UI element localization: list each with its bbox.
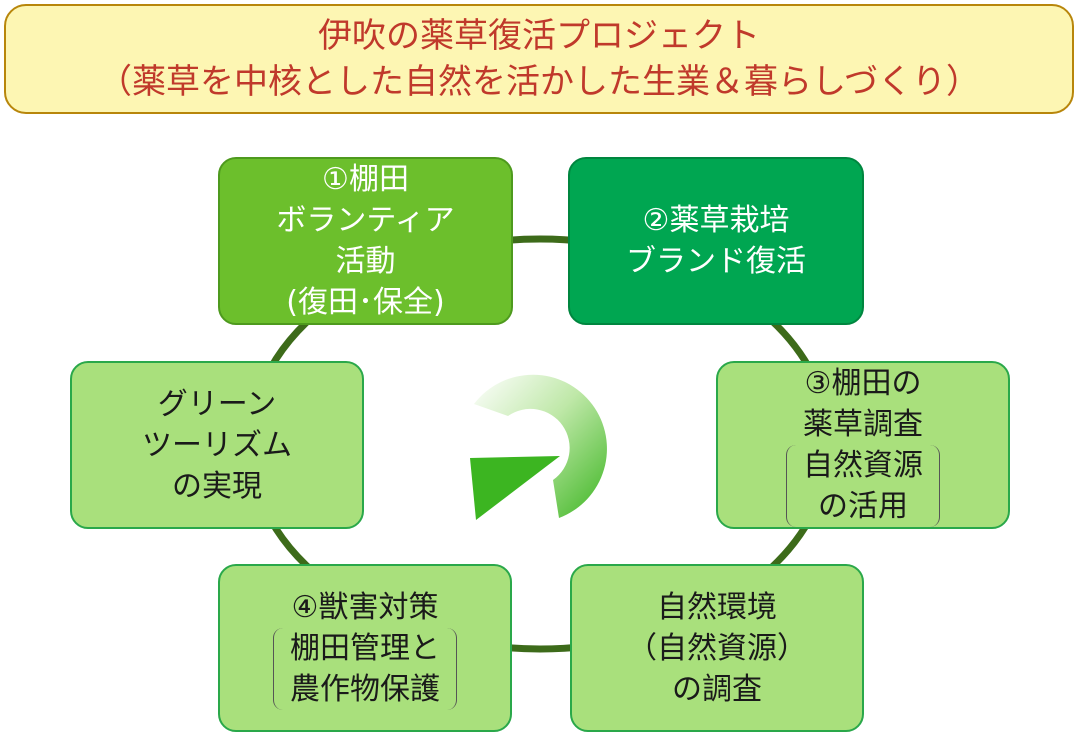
title-line-1: 伊吹の薬草復活プロジェクト bbox=[318, 16, 760, 56]
node6-line-2: ツーリズム bbox=[142, 427, 292, 463]
node3-line-3: 自然資源 bbox=[803, 448, 923, 483]
title-banner: 伊吹の薬草復活プロジェクト （薬草を中核とした自然を活かした生業＆暮らしづくり） bbox=[4, 4, 1074, 114]
node2-line-2: ブランド復活 bbox=[626, 244, 806, 279]
node4-line-2: 棚田管理と bbox=[290, 630, 440, 666]
cycle-arrow-icon bbox=[470, 374, 607, 520]
node5-line-2: （自然資源） bbox=[627, 630, 807, 666]
node3-line-1: ③棚田の bbox=[804, 366, 922, 401]
node1-line-4: (復田･保全) bbox=[286, 285, 445, 320]
node-wildlife-damage: ④獣害対策 棚田管理と 農作物保護 bbox=[218, 564, 512, 732]
node5-line-1: 自然環境 bbox=[657, 589, 777, 625]
title-line-2: （薬草を中核とした自然を活かした生業＆暮らしづくり） bbox=[98, 62, 980, 102]
node-herb-survey: ③棚田の 薬草調査 自然資源 の活用 bbox=[716, 361, 1010, 529]
node-green-tourism: グリーン ツーリズム の実現 bbox=[70, 361, 364, 529]
node2-line-1: ②薬草栽培 bbox=[642, 203, 790, 238]
node1-line-3: 活動 bbox=[335, 244, 396, 279]
node6-line-1: グリーン bbox=[157, 386, 277, 422]
node4-line-1: ④獣害対策 bbox=[291, 589, 439, 625]
node5-line-3: の調査 bbox=[672, 671, 762, 707]
node1-line-2: ボランティア bbox=[276, 203, 455, 238]
node-herb-cultivation-brand: ②薬草栽培 ブランド復活 bbox=[568, 157, 864, 325]
node3-line-4: の活用 bbox=[818, 489, 908, 524]
node6-line-3: の実現 bbox=[172, 468, 262, 504]
node3-line-2: 薬草調査 bbox=[803, 407, 923, 442]
node-environment-survey: 自然環境 （自然資源） の調査 bbox=[570, 564, 864, 732]
node-terraced-field-volunteer: ①棚田 ボランティア 活動 (復田･保全) bbox=[218, 157, 513, 325]
node1-line-1: ①棚田 bbox=[322, 162, 409, 197]
node3-bracket: 自然資源 の活用 bbox=[786, 445, 940, 527]
node4-bracket: 棚田管理と 農作物保護 bbox=[273, 627, 457, 710]
node4-line-3: 農作物保護 bbox=[290, 671, 440, 707]
